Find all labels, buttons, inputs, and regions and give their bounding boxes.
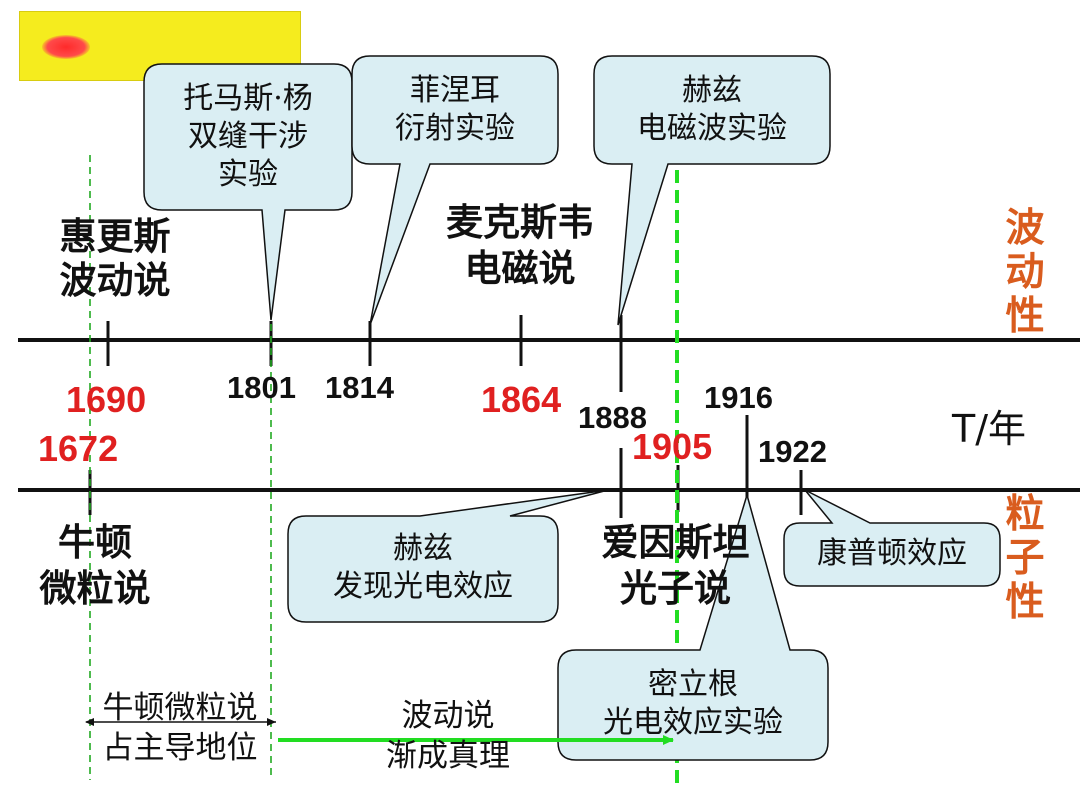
year-1672: 1672 <box>38 428 119 469</box>
red-dot-icon <box>42 35 90 59</box>
callout-line: 电磁波实验 <box>637 111 787 146</box>
huygens-name: 惠更斯 <box>59 214 171 258</box>
callout-millikan-text: 密立根 光电效应实验 <box>558 666 828 742</box>
callout-line: 赫兹 <box>393 531 453 566</box>
callout-line: 实验 <box>218 157 278 192</box>
note-line: 牛顿微粒说 <box>102 690 258 726</box>
callout-line: 衍射实验 <box>395 111 515 146</box>
particle-label-char: 性 <box>1005 579 1045 625</box>
wave-side-label: 波 动 性 <box>1002 206 1048 338</box>
wave-label-char: 波 <box>1005 205 1045 251</box>
callout-fresnel-shape <box>351 55 559 326</box>
year-1864: 1864 <box>481 379 562 420</box>
callout-compton-shape <box>783 489 1001 587</box>
note-line: 波动说 <box>401 698 495 734</box>
wave-label-char: 性 <box>1005 293 1045 339</box>
einstein-name: 爱因斯坦 <box>601 520 750 564</box>
newton-dominant-note: 牛顿微粒说 占主导地位 <box>82 688 278 768</box>
maxwell-theory: 电磁说 <box>464 246 576 290</box>
callout-hertz-photo-text: 赫兹 发现光电效应 <box>288 530 558 606</box>
wave-label-char: 动 <box>1005 249 1045 295</box>
year-1916: 1916 <box>704 380 773 415</box>
callout-line: 赫兹 <box>682 73 742 108</box>
callout-line: 双缝干涉 <box>188 119 308 154</box>
maxwell-name: 麦克斯韦 <box>446 200 594 244</box>
year-1922: 1922 <box>758 434 827 469</box>
particle-side-label: 粒 子 性 <box>1002 492 1048 624</box>
year-1888: 1888 <box>578 400 647 435</box>
year-1690: 1690 <box>66 379 147 420</box>
note-line: 占主导地位 <box>102 730 258 766</box>
callout-compton-text: 康普顿效应 <box>817 536 967 571</box>
callout-line: 发现光电效应 <box>333 569 513 604</box>
callout-young-text: 托马斯·杨 双缝干涉 实验 <box>144 80 352 194</box>
particle-label-char: 粒 <box>1005 491 1045 537</box>
callout-fresnel-text: 菲涅耳 衍射实验 <box>352 72 558 148</box>
callout-hertz-wave-shape <box>593 55 831 326</box>
callout-hertz-photo-shape <box>287 489 609 623</box>
callout-line: 托马斯·杨 <box>183 81 313 116</box>
axis-label: T/年 <box>952 407 1027 451</box>
callout-line: 光电效应实验 <box>603 705 783 740</box>
callout-millikan-shape <box>557 492 829 761</box>
callout-hertz-wave-text: 赫兹 电磁波实验 <box>594 72 830 148</box>
callout-young-shape <box>143 63 353 321</box>
year-1801: 1801 <box>227 370 296 405</box>
callout-line: 密立根 <box>648 667 738 702</box>
huygens-theory: 波动说 <box>59 258 171 302</box>
wave-truth-note: 波动说 渐成真理 <box>368 696 528 776</box>
newton-theory: 微粒说 <box>39 566 151 610</box>
einstein-theory: 光子说 <box>620 566 731 610</box>
callout-line: 菲涅耳 <box>410 73 500 108</box>
newton-name: 牛顿 <box>58 520 132 564</box>
note-line: 渐成真理 <box>386 738 510 774</box>
year-1905: 1905 <box>632 426 713 467</box>
year-1814: 1814 <box>325 370 394 405</box>
particle-label-char: 子 <box>1005 535 1045 581</box>
